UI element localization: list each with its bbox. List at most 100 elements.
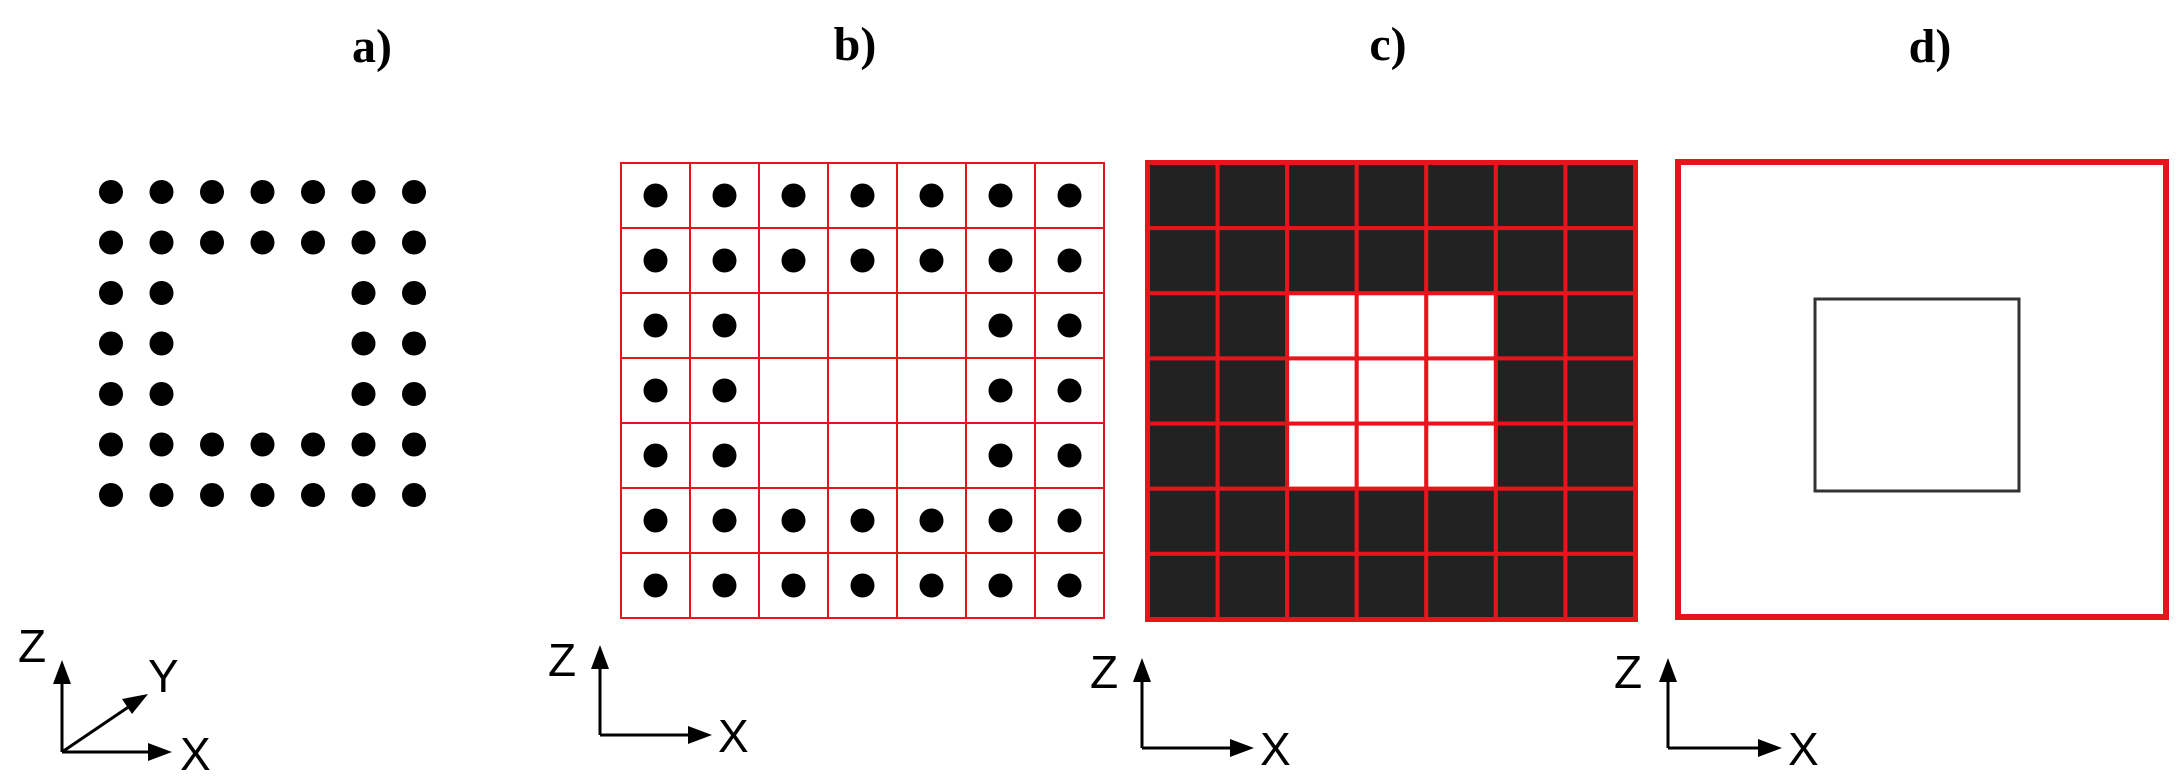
point [781,248,806,273]
grid-cell [758,422,829,489]
point [149,331,174,356]
axis-z-arrow [1133,658,1151,682]
point [99,230,123,255]
point [919,508,944,533]
voxel-filled [1354,551,1429,621]
panel-label-a: a) [352,20,392,73]
point [850,508,875,533]
point [301,180,325,204]
voxel-filled [1563,486,1638,556]
point [149,432,174,457]
point [250,180,275,204]
point [351,382,376,406]
point [988,183,1013,208]
point [850,183,875,208]
voxel-filled [1493,226,1568,296]
grid-cell [896,357,967,424]
axes-c: Z X [1090,646,1291,775]
point [351,180,376,204]
point [1057,573,1082,598]
voxel-filled [1424,551,1498,621]
voxel-filled [1215,291,1290,361]
point [919,183,944,208]
voxel-empty [1285,356,1359,426]
point [643,443,668,468]
voxel-filled [1493,291,1568,361]
point [988,313,1013,338]
point [712,183,737,208]
axis-y-line [61,704,131,754]
axis-x-label: X [1260,723,1291,775]
panel-label-b: b) [834,18,877,71]
point [712,443,737,468]
point [149,483,174,507]
point [781,573,806,598]
point [402,382,426,406]
point [643,378,668,403]
panel-label-d: d) [1909,20,1952,73]
voxel-filled [1146,291,1220,361]
point [301,432,325,457]
outer-boundary [1675,159,2169,620]
voxel-empty [1424,291,1498,361]
voxel-filled [1146,356,1220,426]
point [149,281,174,305]
point [149,180,174,204]
grid-cell [827,422,898,489]
point [149,382,174,406]
axis-z-arrow [1659,658,1677,682]
point [200,483,224,507]
point [919,248,944,273]
point [643,248,668,273]
point [99,432,123,457]
voxel-filled [1146,551,1220,621]
inner-boundary [1813,297,2021,493]
voxel-filled [1424,161,1498,231]
point [1057,183,1082,208]
voxel-filled [1563,356,1638,426]
point [988,508,1013,533]
point [988,248,1013,273]
voxel-filled [1215,421,1290,491]
point [1057,313,1082,338]
point [988,378,1013,403]
voxel-filled [1285,551,1359,621]
axis-z-label: Z [1090,646,1118,698]
voxel-filled [1354,161,1429,231]
voxel-empty [1354,421,1429,491]
grid-cell [1034,552,1105,619]
point [1057,508,1082,533]
panel-c-voxels [1145,160,1638,622]
point [712,248,737,273]
point [351,281,376,305]
voxel-filled [1563,421,1638,491]
voxel-filled [1285,161,1359,231]
point [99,483,123,507]
point [351,331,376,356]
axis-x-label: X [180,728,211,780]
point [301,483,325,507]
axis-z-arrow [591,645,609,669]
panel-d-outline [1675,159,2169,620]
point [99,180,123,204]
axes-d: Z X [1614,646,1819,775]
axis-z-arrow [53,660,71,684]
axis-x-arrow [1230,739,1254,757]
point [712,508,737,533]
voxel-filled [1285,226,1359,296]
axis-x-arrow [148,743,172,761]
axis-x-label: X [718,710,749,762]
panel-label-c: c) [1369,18,1406,71]
point [1057,443,1082,468]
voxel-empty [1285,291,1359,361]
grid-cell [896,422,967,489]
axis-x-arrow [688,726,712,744]
point [850,573,875,598]
voxel-filled [1285,486,1359,556]
voxel-filled [1424,486,1498,556]
point [351,483,376,507]
point [149,230,174,255]
point [988,573,1013,598]
voxel-filled [1146,226,1220,296]
grid-cell [896,292,967,359]
